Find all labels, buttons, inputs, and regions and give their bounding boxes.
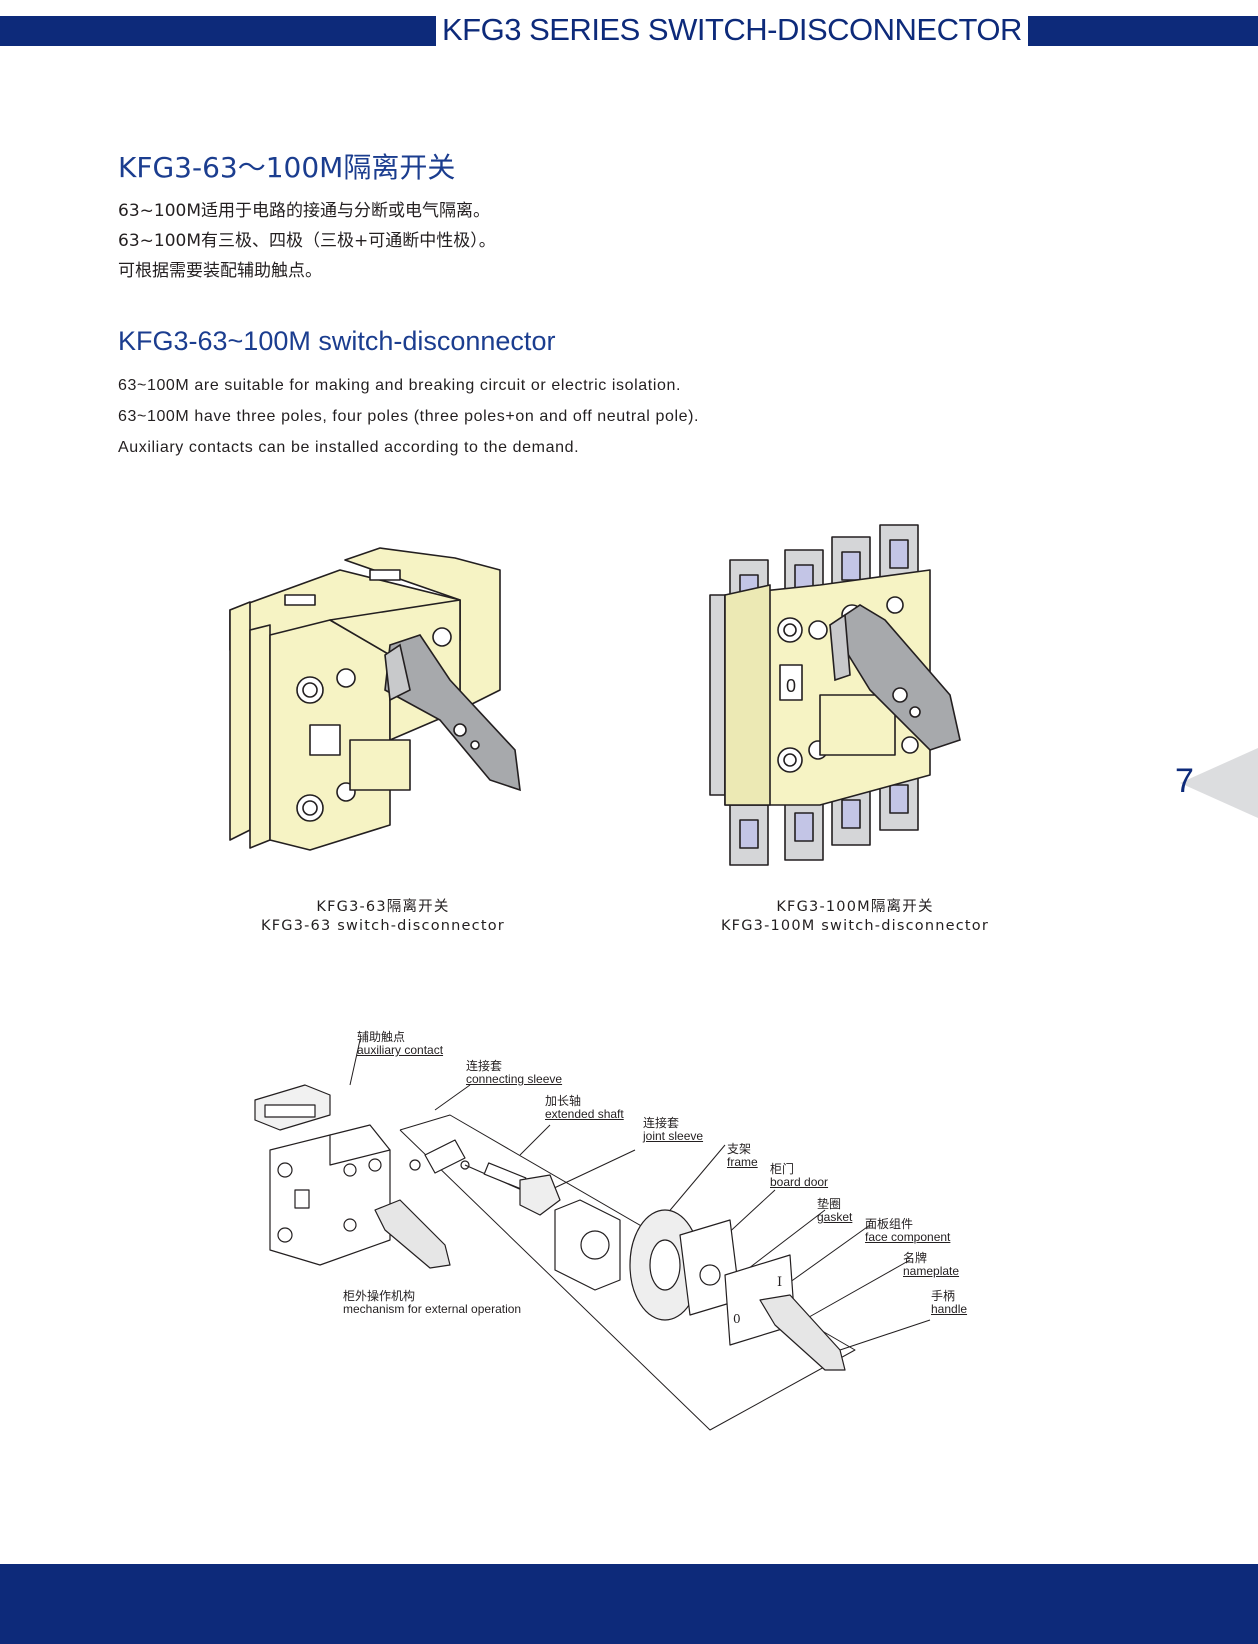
product-caption-cn: KFG3-63隔离开关 — [316, 899, 450, 915]
product-caption-en: KFG3-100M switch-disconnector — [720, 918, 990, 934]
product-image-kfg3-100m: 0 — [709, 524, 961, 866]
product-caption-cn: KFG3-100M隔离开关 — [776, 899, 934, 915]
paragraph-cn-line: 可根据需要装配辅助触点。 — [118, 261, 322, 281]
paragraph-en-line: Auxiliary contacts can be installed acco… — [118, 439, 580, 456]
nameplate-mark-on: I — [777, 1275, 782, 1290]
exploded-assembly-diagram: I 0 — [254, 1039, 931, 1431]
paragraph-en-line: 63~100M are suitable for making and brea… — [118, 377, 682, 394]
product-caption-en: KFG3-63 switch-disconnector — [261, 918, 505, 934]
paragraph-cn-line: 63~100M有三极、四极（三极+可通断中性极）。 — [118, 231, 496, 251]
paragraph-en-line: 63~100M have three poles, four poles (th… — [118, 408, 700, 425]
section-heading-cn: KFG3-63～100M隔离开关 — [118, 151, 456, 184]
page-number: 7 — [1175, 762, 1194, 800]
header-bar: KFG3 SERIES SWITCH-DISCONNECTOR — [0, 0, 1258, 47]
header-title: KFG3 SERIES SWITCH-DISCONNECTOR — [436, 13, 1028, 47]
dial-mark-0: 0 — [786, 676, 796, 696]
page-tab-triangle — [1180, 748, 1258, 818]
paragraph-cn-line: 63~100M适用于电路的接通与分断或电气隔离。 — [118, 201, 490, 221]
nameplate-mark-off: 0 — [733, 1312, 741, 1326]
section-heading-en: KFG3-63~100M switch-disconnector — [118, 326, 556, 356]
footer-bar — [0, 1564, 1258, 1644]
product-image-kfg3-63 — [229, 547, 521, 851]
